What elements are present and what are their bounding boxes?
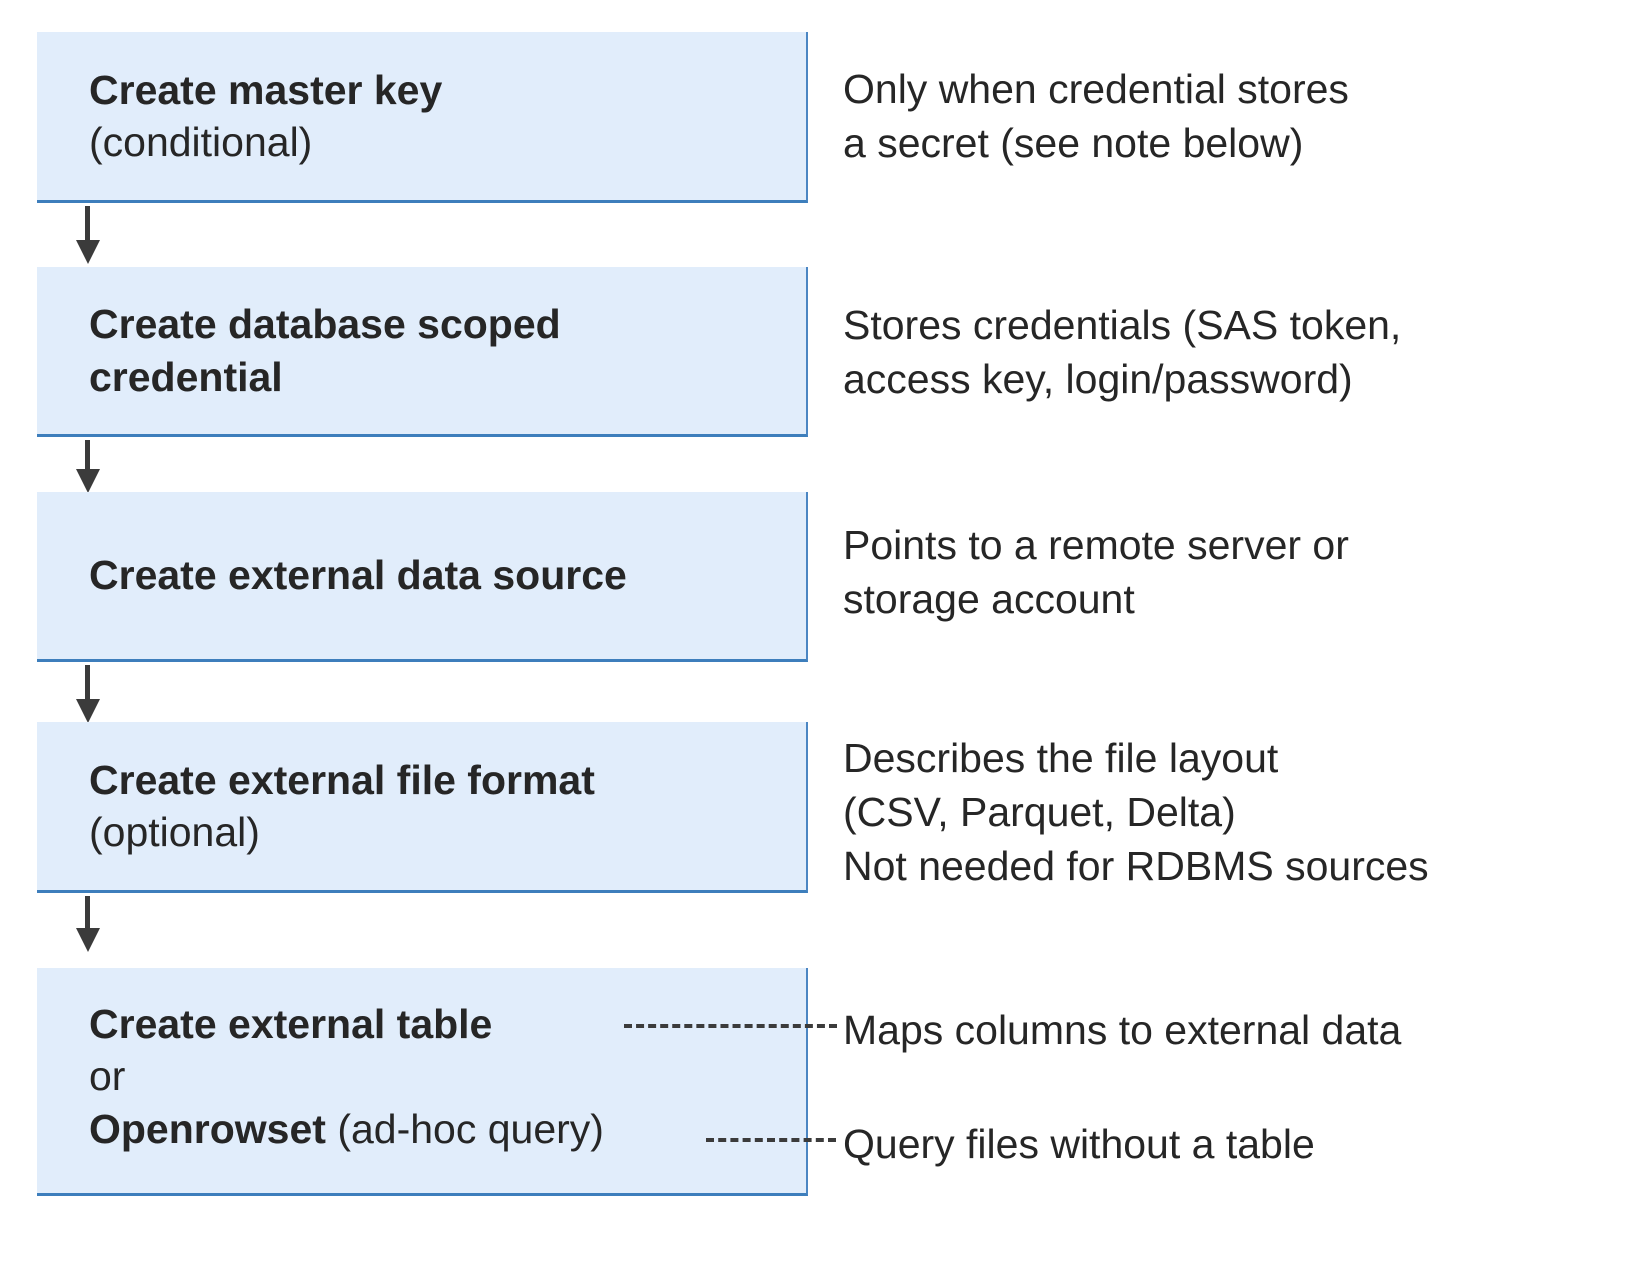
- note-line: Query files without a table: [843, 1121, 1315, 1167]
- note-line: a secret (see note below): [843, 120, 1304, 167]
- node-title: Create master key: [89, 66, 443, 113]
- node-separator: or: [89, 1053, 126, 1100]
- note-line: storage account: [843, 576, 1135, 623]
- node-title-cont: credential: [89, 353, 283, 400]
- note-line: access key, login/password): [843, 356, 1353, 403]
- dashed-connector-external-table: [624, 1024, 837, 1028]
- node-title: Create external data source: [89, 552, 627, 599]
- note-create-external-file-format: Describes the file layout (CSV, Parquet,…: [843, 731, 1429, 893]
- node-create-external-file-format[interactable]: Create external file format (optional): [37, 722, 808, 893]
- note-line: Points to a remote server or: [843, 522, 1349, 568]
- node-create-external-table-or-openrowset[interactable]: Create external table or Openrowset (ad-…: [37, 968, 808, 1196]
- note-openrowset: Query files without a table: [843, 1117, 1315, 1171]
- node-title: Create database scoped: [89, 301, 561, 348]
- node-alt-title-rest: (ad-hoc query): [325, 1105, 604, 1152]
- node-alt-title-bold: Openrowset: [89, 1105, 326, 1152]
- note-line: (CSV, Parquet, Delta): [843, 789, 1236, 836]
- node-title: Create external file format: [89, 756, 595, 803]
- note-line: Only when credential stores: [843, 66, 1349, 112]
- note-line: Maps columns to external data: [843, 1007, 1402, 1053]
- node-title: Create external table: [89, 1001, 493, 1047]
- note-create-master-key: Only when credential stores a secret (se…: [843, 62, 1349, 170]
- note-line: Stores credentials (SAS token,: [843, 302, 1402, 348]
- node-alt-title: Openrowset (ad-hoc query): [37, 1103, 806, 1155]
- note-line: Not needed for RDBMS sources: [843, 843, 1429, 890]
- node-subtitle: (optional): [89, 809, 260, 855]
- node-create-external-data-source[interactable]: Create external data source: [37, 492, 808, 662]
- node-create-database-scoped-credential[interactable]: Create database scoped credential: [37, 267, 808, 437]
- node-subtitle: (conditional): [89, 119, 313, 165]
- note-create-external-table: Maps columns to external data: [843, 1003, 1401, 1057]
- note-create-external-data-source: Points to a remote server or storage acc…: [843, 518, 1349, 626]
- note-line: Describes the file layout: [843, 735, 1279, 781]
- node-create-master-key[interactable]: Create master key (conditional): [37, 32, 808, 203]
- note-create-database-scoped-credential: Stores credentials (SAS token, access ke…: [843, 298, 1401, 406]
- dashed-connector-openrowset: [706, 1138, 836, 1142]
